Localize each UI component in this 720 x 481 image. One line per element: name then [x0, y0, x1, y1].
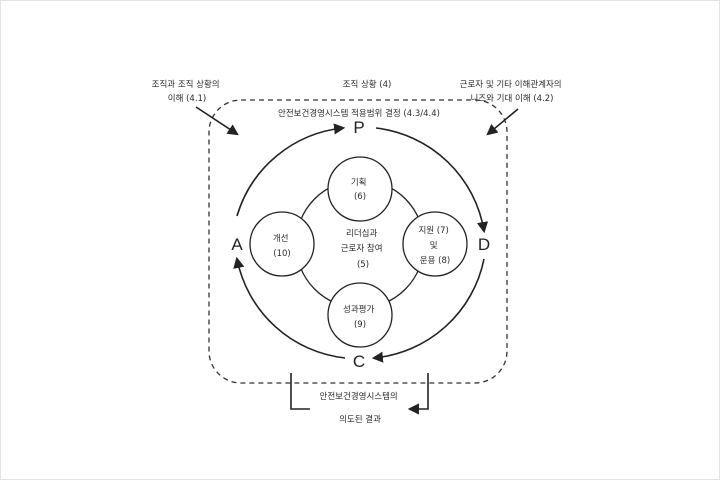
arrow-from-organization-label [195, 106, 239, 136]
arc-p-to-d [375, 127, 489, 234]
cycle-letter-check: C [353, 352, 365, 371]
cycle-letter-plan: P [353, 118, 364, 137]
arrow-from-interested-parties-label [486, 108, 519, 136]
evaluation-text: 성과평가 (9) [343, 304, 377, 330]
organization-context-label: 조직 상황 (4) [343, 79, 392, 90]
scope-label: 안전보건경영시스템 적용범위 결정 (4.3/4.4) [278, 108, 440, 119]
cycle-letter-do: D [478, 235, 490, 254]
understanding-organization-label: 조직과 조직 상황의 이해 (4.1) [152, 79, 223, 104]
support-operation-text: 지원 (7) 및 운용 (8) [418, 226, 451, 266]
support-operation-circle [402, 211, 468, 277]
planning-text: 기획 (6) [351, 177, 369, 202]
leadership-text: 리더십과 근로자 참여 (5) [341, 229, 386, 270]
context-boundary [208, 99, 508, 384]
improvement-text: 개선 (10) [273, 233, 291, 259]
cycle-letter-act: A [231, 235, 243, 254]
outcome-bracket-right [407, 373, 429, 415]
evaluation-circle [327, 282, 393, 348]
arc-a-to-p [236, 123, 346, 217]
intended-outcome-label: 안전보건경영시스템의 의도된 결과 [320, 391, 401, 425]
interested-parties-label: 근로자 및 기타 이해관계자의 니즈와 기대 이해 (4.2) [460, 79, 565, 104]
outcome-bracket-left [290, 373, 310, 410]
planning-circle [327, 156, 393, 222]
arc-c-to-a [233, 256, 346, 359]
improvement-circle [249, 211, 315, 277]
arc-d-to-c [371, 258, 485, 363]
